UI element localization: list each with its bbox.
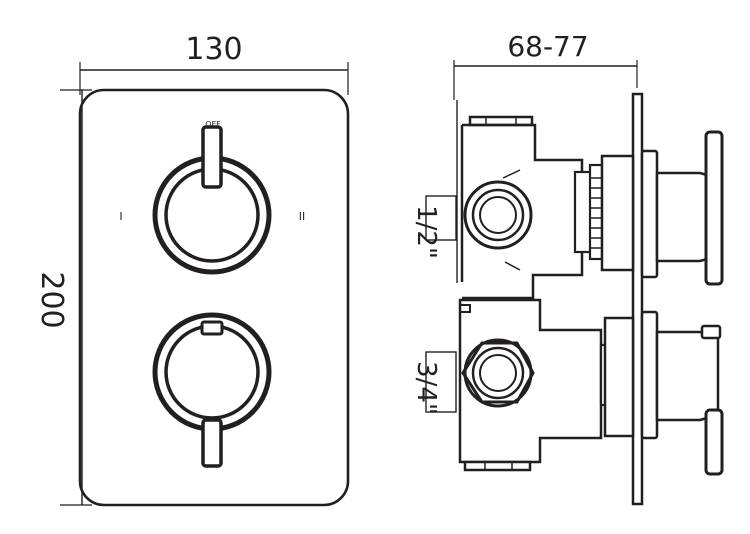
upper-outlet-size-label: 1/2" [411, 205, 441, 259]
depth-dimension-label: 68-77 [507, 30, 588, 63]
faceplate-outline [78, 88, 350, 507]
lower-control-knob [152, 312, 272, 468]
upper-knob-right-label: II [299, 210, 306, 223]
upper-valve-body [460, 115, 635, 300]
upper-knob-left-label: I [119, 210, 122, 223]
lower-handle-side [640, 310, 724, 476]
upper-knob-lever [201, 125, 223, 189]
side-view: 68-77 1/2" [411, 30, 724, 506]
lower-valve-body [458, 298, 635, 472]
height-dimension-label: 200 [34, 271, 69, 328]
width-dimension: 130 [79, 32, 349, 95]
upper-knob-off-label: OFF [205, 120, 221, 129]
depth-dimension: 68-77 [453, 30, 638, 100]
lower-outlet-dimension: 3/4" [411, 351, 457, 415]
width-dimension-label: 130 [185, 32, 242, 67]
height-dimension: 200 [34, 89, 92, 506]
upper-outlet-dimension: 1/2" [411, 195, 457, 259]
upper-control-knob: OFF I II [119, 120, 306, 275]
lower-knob-lever [201, 418, 223, 468]
front-view: 130 200 OFF I II [34, 32, 350, 507]
upper-handle-side [640, 130, 724, 286]
faceplate-side [631, 92, 644, 506]
lower-outlet-size-label: 3/4" [411, 361, 441, 415]
lower-knob-indicator [200, 320, 224, 336]
